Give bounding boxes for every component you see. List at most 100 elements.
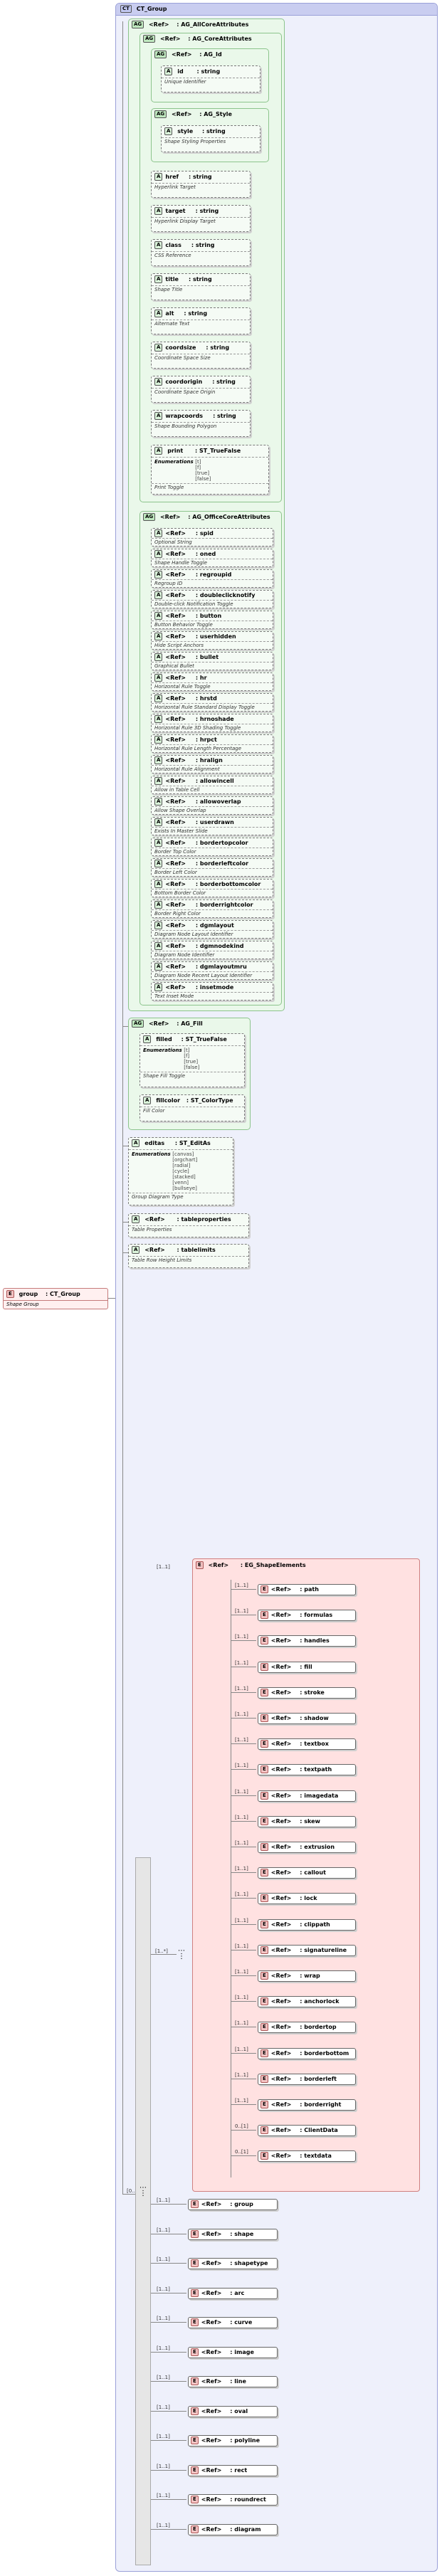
root-doc: Shape Group (4, 1300, 107, 1308)
attribute-icon: A (164, 127, 173, 135)
element-badge-icon: E (6, 1290, 14, 1298)
attribute-name: style (177, 128, 194, 134)
item-cardinality: [1..1] (235, 1969, 248, 1975)
eg-element[interactable]: E<Ref>: path (258, 1584, 356, 1595)
choice-element[interactable]: E<Ref>: diagram (188, 2524, 278, 2535)
attribute-icon: A (132, 1246, 140, 1254)
eg-element[interactable]: E<Ref>: stroke (258, 1687, 356, 1699)
choice-element[interactable]: E<Ref>: curve (188, 2317, 278, 2328)
attribute-filled[interactable]: A filled : ST_TrueFalse Enumerations [t]… (140, 1033, 245, 1087)
eg-element[interactable]: E<Ref>: skew (258, 1816, 356, 1827)
attribute-doc: Horizontal Rule Length Percentage (152, 744, 273, 752)
eg-element[interactable]: E<Ref>: ClientData (258, 2125, 356, 2136)
eg-element[interactable]: E<Ref>: imagedata (258, 1790, 356, 1802)
eg-element[interactable]: E<Ref>: clippath (258, 1919, 356, 1931)
eg-element[interactable]: E<Ref>: textdata (258, 2150, 356, 2162)
attribute-print[interactable]: A print : ST_TrueFalse Enumerations [t][… (151, 445, 269, 495)
eg-item-connector (231, 1795, 256, 1796)
ref-label: <Ref> (270, 2127, 292, 2133)
attribute-icon: A (154, 922, 163, 929)
choice-element[interactable]: E<Ref>: rect (188, 2465, 278, 2476)
eg-element[interactable]: E<Ref>: fill (258, 1662, 356, 1673)
eg-element[interactable]: E<Ref>: signatureline (258, 1945, 356, 1956)
eg-element[interactable]: E<Ref>: borderbottom (258, 2048, 356, 2059)
element-icon: E (191, 2259, 199, 2267)
ref-label: <Ref> (270, 1947, 292, 1953)
attribute-editas[interactable]: A editas : ST_EditAs Enumerations [canva… (128, 1137, 233, 1205)
eg-element[interactable]: E<Ref>: extrusion (258, 1842, 356, 1853)
choice-element[interactable]: E<Ref>: shapetype (188, 2258, 278, 2269)
attribute-id[interactable]: A id : string Unique Identifier (161, 65, 261, 93)
ref-label: <Ref> (148, 1020, 169, 1027)
attribute-style[interactable]: A style : string Shape Styling Propertie… (161, 125, 261, 152)
eg-element[interactable]: E<Ref>: lock (258, 1893, 356, 1904)
choice-element[interactable]: E<Ref>: oval (188, 2406, 278, 2417)
attribute-fillcolor[interactable]: A fillcolor : ST_ColorType Fill Color (140, 1094, 245, 1121)
item-cardinality: [1..1] (235, 2072, 248, 2078)
choice-element[interactable]: E<Ref>: arc (188, 2288, 278, 2299)
ref-label: <Ref> (165, 613, 186, 619)
enumeration-value: [true] (195, 470, 210, 476)
choice-element[interactable]: E<Ref>: line (188, 2376, 278, 2387)
attribute-tablelimits[interactable]: A <Ref> : tablelimits Table Row Height L… (128, 1244, 249, 1268)
eg-element[interactable]: E<Ref>: handles (258, 1635, 356, 1647)
eg-element[interactable]: E<Ref>: wrap (258, 1970, 356, 1982)
ref-label: <Ref> (165, 551, 186, 557)
eg-element[interactable]: E<Ref>: callout (258, 1867, 356, 1879)
attribute-name: : hrnoshade (195, 716, 234, 722)
element-name: : line (230, 2378, 246, 2385)
eg-element[interactable]: E<Ref>: anchorlock (258, 1996, 356, 2007)
attribute-name: : borderbottomcolor (195, 881, 261, 887)
choice-element[interactable]: E<Ref>: shape (188, 2229, 278, 2240)
eg-element[interactable]: E<Ref>: formulas (258, 1610, 356, 1621)
choice-element[interactable]: E<Ref>: polyline (188, 2435, 278, 2446)
ref-label: <Ref> (165, 654, 186, 660)
eg-element[interactable]: E<Ref>: bordertop (258, 2022, 356, 2033)
eg-element[interactable]: E<Ref>: borderright (258, 2099, 356, 2111)
eg-element[interactable]: E<Ref>: textbox (258, 1738, 356, 1750)
root-element-group[interactable]: E group : CT_Group Shape Group (3, 1288, 108, 1309)
choice-element[interactable]: E<Ref>: group (188, 2199, 278, 2210)
eg-element[interactable]: E<Ref>: shadow (258, 1713, 356, 1724)
eg-element[interactable]: E<Ref>: textpath (258, 1764, 356, 1775)
ref-label: <Ref> (165, 819, 186, 825)
choice-element[interactable]: E<Ref>: image (188, 2347, 278, 2358)
attribute-doc: Border Top Color (152, 848, 273, 855)
connector-tablelimits (122, 1252, 128, 1253)
attribute-tableproperties[interactable]: A <Ref> : tableproperties Table Properti… (128, 1213, 249, 1237)
choice-element[interactable]: E<Ref>: roundrect (188, 2494, 278, 2506)
choice-icon: ⋯⋮ (178, 1947, 185, 1960)
eg-element[interactable]: E<Ref>: borderleft (258, 2074, 356, 2085)
